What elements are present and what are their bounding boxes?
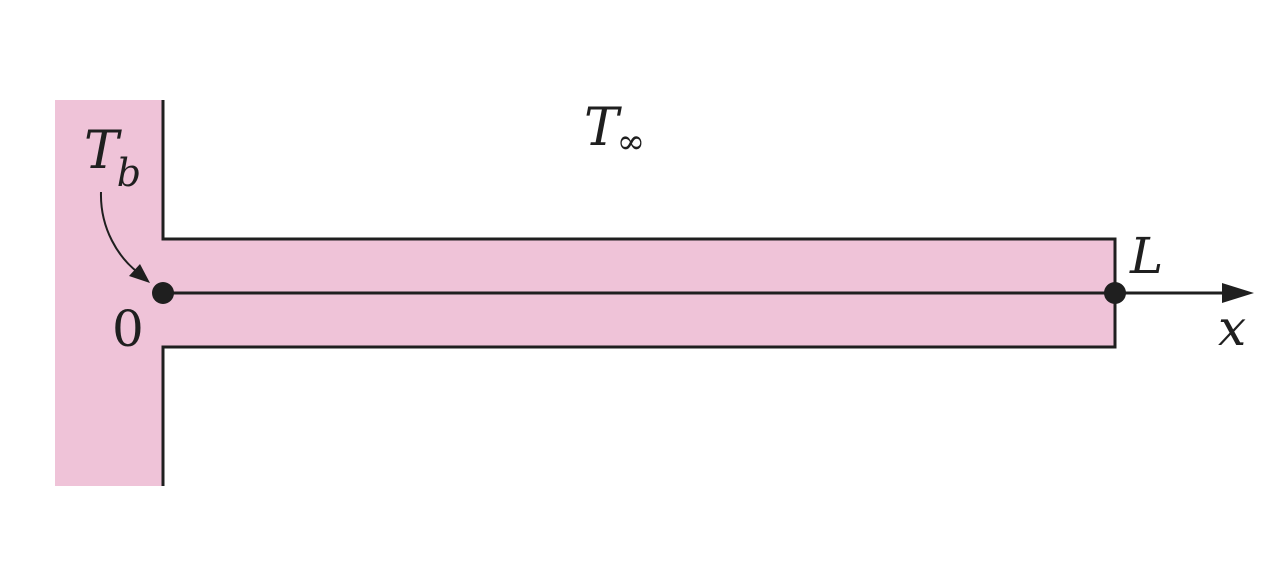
- ambient-temp-main: T: [584, 98, 622, 158]
- ambient-temp-sub: ∞: [617, 122, 645, 162]
- ambient-temp-label: T∞: [584, 98, 645, 162]
- origin-label: 0: [112, 300, 144, 358]
- base-temp-main: T: [84, 121, 122, 181]
- fin-length-label: L: [1129, 227, 1163, 285]
- origin-point: [152, 282, 174, 304]
- base-temp-pointer-arrow: [99, 191, 141, 275]
- base-temp-sub: b: [117, 151, 141, 195]
- base-wall: [55, 100, 163, 486]
- base-temp-label: Tb: [84, 121, 141, 195]
- tip-point: [1104, 282, 1126, 304]
- x-axis-arrowhead: [1222, 283, 1254, 303]
- base-temp-pointer-arrowhead: [129, 264, 150, 283]
- axis-label: x: [1218, 299, 1246, 357]
